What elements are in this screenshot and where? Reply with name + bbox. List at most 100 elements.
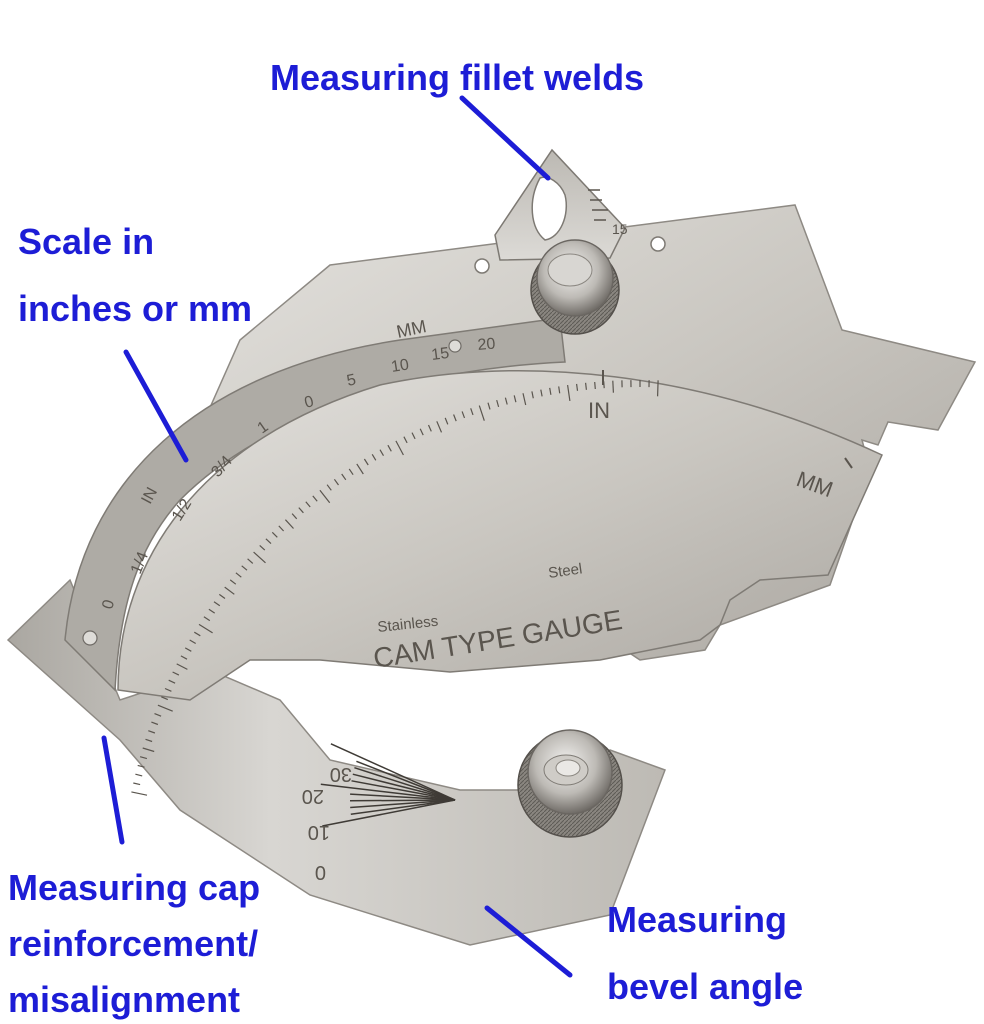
arc-tick xyxy=(148,730,156,734)
arc-tick xyxy=(487,402,491,410)
angle-tick xyxy=(350,799,456,809)
mm-scale-label-10: 10 xyxy=(390,356,410,376)
arc-tick xyxy=(184,647,192,652)
angle-scale-lines xyxy=(320,743,456,827)
arc-tick xyxy=(540,389,543,397)
arc-tick xyxy=(213,601,221,607)
angle-label-20: 20 xyxy=(302,785,324,807)
arc-tick xyxy=(427,424,432,432)
bevel-callout-2: bevel angle xyxy=(607,965,803,1008)
angle-label-10: 10 xyxy=(308,821,330,843)
fillet-scale-ticks xyxy=(588,189,608,221)
mm-scale-label-15: 15 xyxy=(430,345,450,364)
arc-tick xyxy=(172,671,180,676)
arc-tick xyxy=(142,747,155,753)
angle-tick xyxy=(354,766,456,801)
arc-tick xyxy=(436,421,443,433)
arc-tick xyxy=(379,449,385,457)
arc-tick xyxy=(189,639,197,645)
arc-tick xyxy=(522,393,527,406)
cap-callout-line3: misalignment xyxy=(8,979,241,1020)
angle-tick xyxy=(356,760,456,801)
arc-tick xyxy=(612,380,614,393)
arc-tick xyxy=(180,655,188,660)
arc-tick xyxy=(585,382,587,390)
cap-callout-2: reinforcement/ xyxy=(8,922,258,965)
arc-tick xyxy=(461,411,466,419)
angle-tick xyxy=(322,799,456,827)
arc-tick xyxy=(341,473,347,481)
arc-tick xyxy=(513,395,517,403)
arc-tick xyxy=(419,428,424,436)
arc-tick xyxy=(531,391,534,399)
bevel-callout-line2: bevel angle xyxy=(607,966,804,1007)
arc-tick xyxy=(137,764,145,768)
arc-tick xyxy=(549,387,552,395)
bottom-knob-icon xyxy=(517,729,623,838)
mm-scale-label-20: 20 xyxy=(477,335,496,353)
arc-tick xyxy=(271,531,278,538)
cap-callout: Measuring cap xyxy=(8,866,260,909)
arc-tick xyxy=(284,519,294,529)
bevel-callout-line1: Measuring xyxy=(607,899,788,940)
arc-tick xyxy=(218,593,226,599)
arc-tick xyxy=(208,608,216,614)
fillet-callout-text: Measuring fillet welds xyxy=(270,57,645,98)
fillet-welds-callout: Measuring fillet welds xyxy=(270,56,644,99)
arc-tick xyxy=(176,663,188,670)
angle-label-0: 0 xyxy=(315,861,326,883)
arc-tick xyxy=(305,501,311,508)
arc-tick xyxy=(470,408,474,416)
scale-callout-line2: inches or mm xyxy=(18,288,253,329)
arc-tick xyxy=(444,417,449,425)
bevel-callout: Measuring xyxy=(607,898,787,941)
arc-tick xyxy=(157,704,173,712)
arc-tick xyxy=(356,463,364,475)
arc-tick xyxy=(241,565,248,571)
arc-tick xyxy=(371,453,377,461)
arc-tick xyxy=(387,444,392,452)
arc-tick xyxy=(298,507,304,514)
angle-tick xyxy=(352,773,456,801)
arc-tick xyxy=(326,484,332,491)
cap-callout-line2: reinforcement/ xyxy=(8,923,259,964)
arc-tick xyxy=(229,579,237,585)
screw-icon xyxy=(82,630,98,646)
arc-tick xyxy=(164,687,172,692)
arc-tick xyxy=(193,631,201,637)
scale-callout-line1: Scale in xyxy=(18,221,155,262)
scale-callout-2: inches or mm xyxy=(18,287,252,330)
arc-tick xyxy=(198,623,213,634)
hole xyxy=(474,258,490,274)
arc-tick xyxy=(235,572,242,578)
inch-scale-label-unit: IN xyxy=(139,485,162,507)
bevel-pointer-line xyxy=(484,905,573,978)
arc-tick xyxy=(567,385,571,401)
cam-body xyxy=(117,370,883,701)
arc-tick xyxy=(278,525,285,532)
brand-steel: Steel xyxy=(547,560,583,582)
arc-tick xyxy=(259,544,266,551)
arc-tick xyxy=(265,538,272,545)
inch-scale-label-0: 0 xyxy=(99,598,118,611)
brand-stainless: Stainless xyxy=(377,613,439,636)
unit-in-label: IN xyxy=(588,398,610,423)
arc-tick xyxy=(133,782,141,786)
angle-tick xyxy=(330,743,456,801)
arc-tick xyxy=(594,381,596,390)
arc-tick xyxy=(224,586,235,595)
arc-tick xyxy=(151,721,159,726)
angle-tick xyxy=(349,799,456,802)
angle-label-30: 30 xyxy=(330,763,352,785)
arc-tick xyxy=(145,738,153,743)
hole xyxy=(650,236,666,252)
arc-tick xyxy=(203,616,211,622)
arc-tick xyxy=(558,386,561,394)
fillet-pointer-line xyxy=(459,95,551,181)
arc-scale-ticks xyxy=(131,380,659,796)
angle-tick xyxy=(351,780,456,801)
arc-tick xyxy=(411,432,416,440)
cap-callout-line1: Measuring cap xyxy=(8,867,261,908)
